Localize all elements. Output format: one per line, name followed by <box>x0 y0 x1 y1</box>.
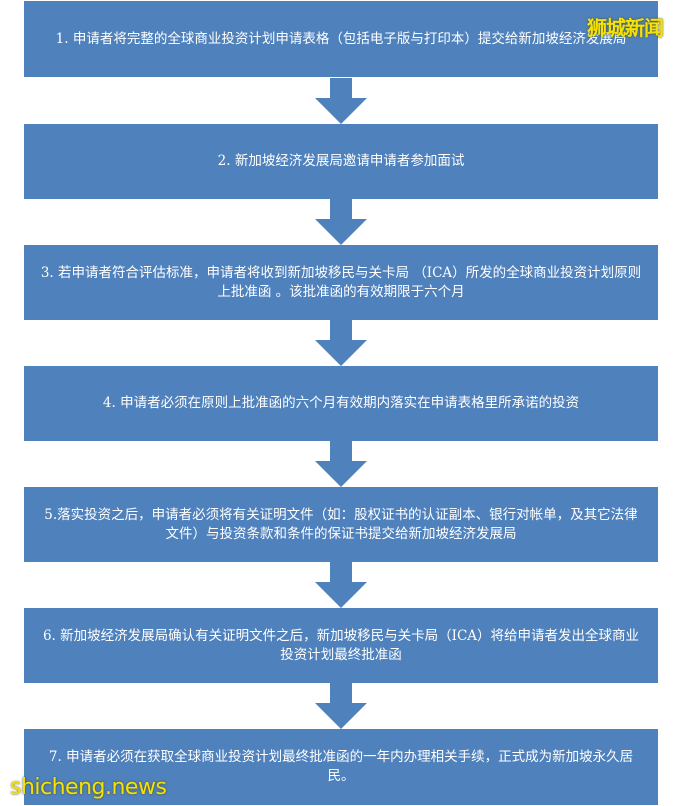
flow-step-7-text: 7. 申请者必须在获取全球商业投资计划最终批准函的一年内办理相关手续，正式成为新… <box>48 749 634 784</box>
down-arrow-3 <box>313 320 369 366</box>
down-arrow-6-shape <box>315 683 367 729</box>
flow-step-2-text: 2. 新加坡经济发展局邀请申请者参加面试 <box>217 153 465 169</box>
down-arrow-3-shape <box>315 320 367 366</box>
down-arrow-2 <box>313 199 369 245</box>
down-arrow-5 <box>313 562 369 608</box>
down-arrow-6 <box>313 683 369 729</box>
down-arrow-5-shape <box>315 562 367 608</box>
down-arrow-1-shape <box>315 78 367 124</box>
flow-step-3-text: 3. 若申请者符合评估标准，申请者将收到新加坡移民与关卡局 （ICA）所发的全球… <box>40 264 642 300</box>
flow-step-6: 6. 新加坡经济发展局确认有关证明文件之后，新加坡移民与关卡局（ICA）将给申请… <box>24 608 658 683</box>
flow-step-6-text: 6. 新加坡经济发展局确认有关证明文件之后，新加坡移民与关卡局（ICA）将给申请… <box>42 627 640 663</box>
down-arrow-2-shape <box>315 199 367 245</box>
flow-step-7: 7. 申请者必须在获取全球商业投资计划最终批准函的一年内办理相关手续，正式成为新… <box>24 729 658 805</box>
flow-step-1: 1. 申请者将完整的全球商业投资计划申请表格（包括电子版与打印本）提交给新加坡经… <box>24 1 658 77</box>
flow-step-3: 3. 若申请者符合评估标准，申请者将收到新加坡移民与关卡局 （ICA）所发的全球… <box>24 245 658 320</box>
down-arrow-1 <box>313 78 369 124</box>
watermark-logo-top: 狮城新闻 <box>587 16 664 40</box>
flow-step-4: 4. 申请者必须在原则上批准函的六个月有效期内落实在申请表格里所承诺的投资 <box>24 366 658 441</box>
down-arrow-4 <box>313 441 369 487</box>
flow-step-4-text: 4. 申请者必须在原则上批准函的六个月有效期内落实在申请表格里所承诺的投资 <box>102 395 580 411</box>
flow-step-1-text: 1. 申请者将完整的全球商业投资计划申请表格（包括电子版与打印本）提交给新加坡经… <box>55 30 627 47</box>
flow-step-2: 2. 新加坡经济发展局邀请申请者参加面试 <box>24 124 658 199</box>
flow-step-5: 5.落实投资之后，申请者必须将有关证明文件（如：股权证书的认证副本、银行对帐单，… <box>24 487 658 562</box>
watermark-logo-bottom: shicheng.news <box>10 775 167 800</box>
flow-step-5-text: 5.落实投资之后，申请者必须将有关证明文件（如：股权证书的认证副本、银行对帐单，… <box>44 506 638 542</box>
down-arrow-4-shape <box>315 441 367 487</box>
